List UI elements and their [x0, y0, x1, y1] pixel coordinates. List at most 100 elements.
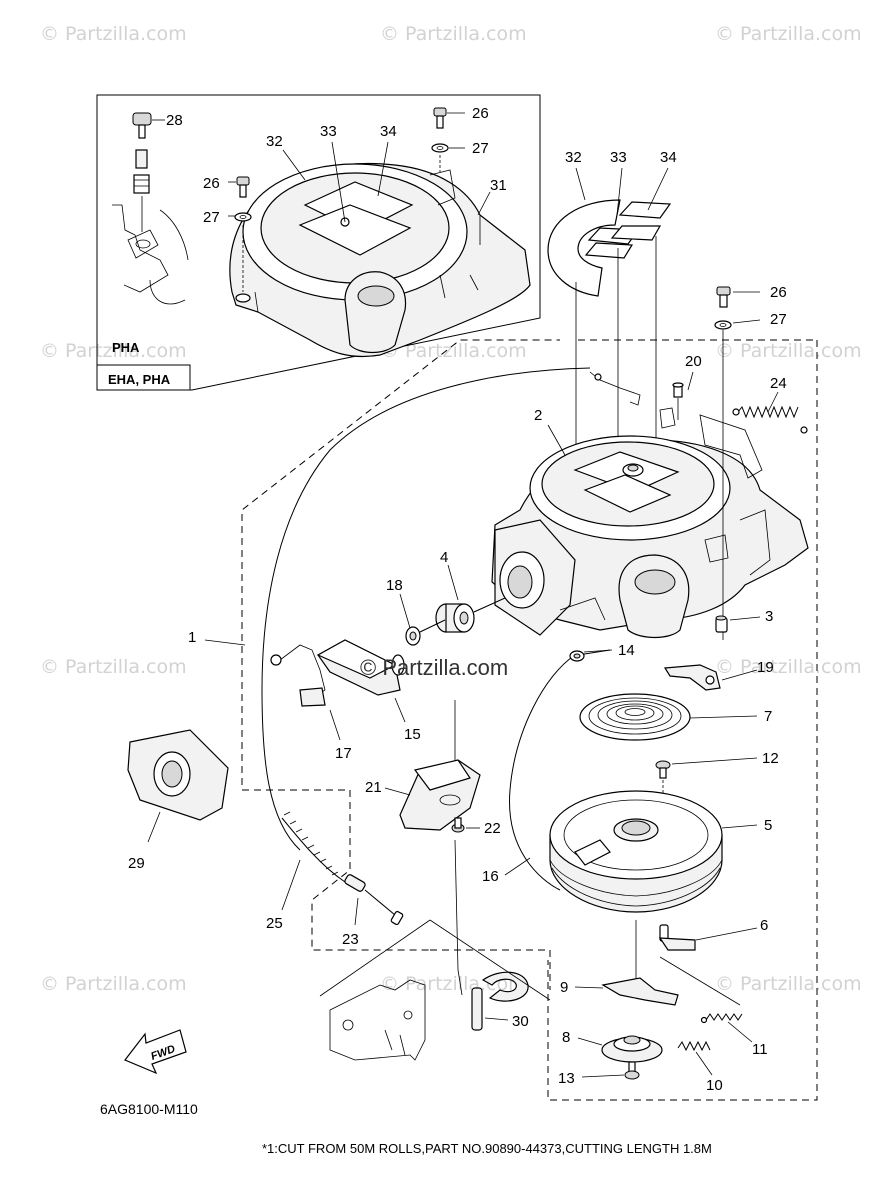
- spiral-spring-7: [579, 693, 691, 741]
- inset-bolt-26-left: [234, 176, 252, 292]
- callout-23: 23: [342, 931, 359, 948]
- rope-guide-4: [435, 603, 475, 633]
- watermark: © Partzilla.com: [715, 23, 862, 45]
- callout-13: 13: [558, 1070, 575, 1087]
- inset-variant-panel: PHA EHA, PHA 28: [96, 94, 541, 391]
- cover-plate-29: [127, 729, 229, 821]
- watermark: © Partzilla.com: [715, 340, 862, 362]
- watermark: © Partzilla.com: [380, 23, 527, 45]
- grommet-14: [569, 650, 585, 662]
- callout-10: 10: [706, 1077, 723, 1094]
- return-spring-11: [700, 1013, 743, 1024]
- callout-26: 26: [203, 175, 220, 192]
- cable-end-23: [344, 874, 404, 926]
- inset-models-label: EHA, PHA: [108, 372, 171, 387]
- callout-27: 27: [472, 140, 489, 157]
- callout-16: 16: [482, 868, 499, 885]
- starter-case: [491, 407, 809, 639]
- callout-27: 27: [203, 209, 220, 226]
- cable-sleeve-25: [281, 811, 346, 883]
- callout-28: 28: [166, 112, 183, 129]
- callout-19: 19: [757, 659, 774, 676]
- callout-33: 33: [320, 123, 337, 140]
- link-rod: [454, 839, 463, 996]
- clip-30: [471, 971, 529, 1031]
- brand-watermark: © Partzilla.com: [360, 655, 508, 680]
- watermark-layer: © Partzilla.com © Partzilla.com © Partzi…: [40, 23, 862, 995]
- bolt-12: [655, 760, 671, 779]
- callout-14: 14: [618, 642, 635, 659]
- inset-divider: [97, 364, 191, 390]
- callout-5: 5: [764, 817, 772, 834]
- callout-7: 7: [764, 708, 772, 725]
- bolt-13: [624, 1061, 640, 1080]
- assembly-boundary: [242, 789, 430, 951]
- link-rod-18: [405, 619, 446, 646]
- sheave-drum-5: [549, 790, 723, 913]
- cable-holder-21: [399, 759, 481, 831]
- callout-26: 26: [770, 284, 787, 301]
- callout-21: 21: [365, 779, 382, 796]
- callout-26: 26: [472, 105, 489, 122]
- starter-rope-16: [509, 654, 576, 891]
- callout-32: 32: [266, 133, 283, 150]
- callout-25: 25: [266, 915, 283, 932]
- washer-27: [714, 320, 732, 330]
- inset-bolt-26-top: [431, 107, 449, 172]
- inset-starter-housing: [229, 162, 531, 358]
- drawing-code: 6AG8100-M110: [100, 1101, 198, 1117]
- assembly-boundary: [241, 339, 560, 785]
- callout-24: 24: [770, 375, 787, 392]
- inset-bracket-sketch: [112, 196, 189, 305]
- watermark: © Partzilla.com: [40, 656, 187, 678]
- callout-32: 32: [565, 149, 582, 166]
- watermark: © Partzilla.com: [40, 23, 187, 45]
- callout-6: 6: [760, 917, 768, 934]
- callout-27: 27: [770, 311, 787, 328]
- spring-24: [732, 405, 808, 434]
- callout-34: 34: [380, 123, 397, 140]
- callout-8: 8: [562, 1029, 570, 1046]
- pawl-6: [658, 924, 696, 951]
- callout-2: 2: [534, 407, 542, 424]
- callout-12: 12: [762, 750, 779, 767]
- starter-cable-1: [261, 367, 591, 851]
- inset-bolt-28: [132, 112, 152, 194]
- friction-plate-8: [601, 1035, 663, 1063]
- watermark: © Partzilla.com: [715, 973, 862, 995]
- callout-11: 11: [752, 1041, 768, 1058]
- callout-22: 22: [484, 820, 501, 837]
- mounting-bracket-sketch: [319, 919, 551, 1061]
- screw-22: [451, 817, 465, 833]
- friction-spring-10: [677, 1040, 711, 1052]
- callout-4: 4: [440, 549, 448, 566]
- callout-17: 17: [335, 745, 352, 762]
- callout-34: 34: [660, 149, 677, 166]
- fwd-arrow-icon: FWD: [124, 1029, 187, 1075]
- callout-3: 3: [765, 608, 773, 625]
- starter-handle-15: [316, 639, 405, 696]
- callout-20: 20: [685, 353, 702, 370]
- watermark: © Partzilla.com: [380, 340, 527, 362]
- callout-1: 1: [188, 629, 196, 646]
- pin-20: [672, 382, 684, 398]
- footnote: *1:CUT FROM 50M ROLLS,PART NO.90890-4437…: [262, 1141, 712, 1156]
- watermark: © Partzilla.com: [40, 973, 187, 995]
- assembly-boundary: [547, 340, 818, 1101]
- watermark: © Partzilla.com: [40, 340, 187, 362]
- stopper-19: [663, 664, 721, 691]
- callout-31: 31: [490, 177, 507, 194]
- callout-29: 29: [128, 855, 145, 872]
- callout-30: 30: [512, 1013, 529, 1030]
- callout-9: 9: [560, 979, 568, 996]
- plunger-3: [715, 615, 728, 633]
- callout-18: 18: [386, 577, 403, 594]
- assembly-boundary: [430, 949, 551, 990]
- bolt-26: [716, 286, 731, 308]
- handle-bracket-17: [270, 644, 326, 707]
- drive-plate-9: [601, 977, 679, 1006]
- watermark: © Partzilla.com: [715, 656, 862, 678]
- callout-33: 33: [610, 149, 627, 166]
